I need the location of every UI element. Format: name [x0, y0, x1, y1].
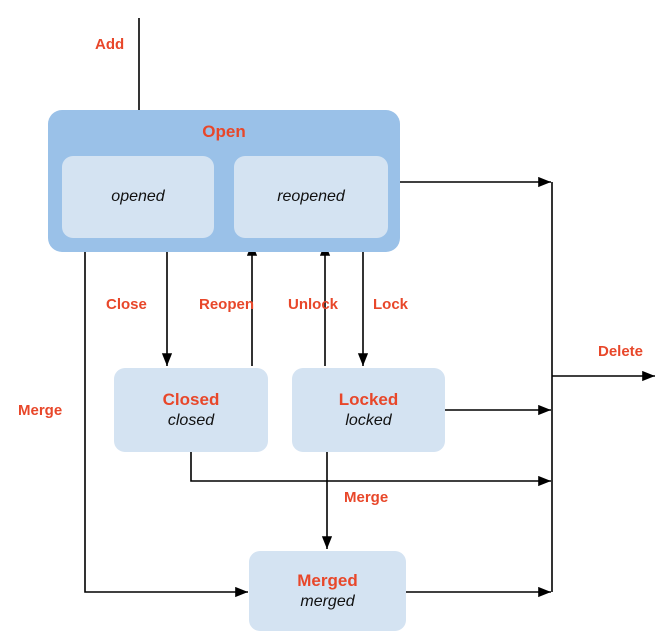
edge-label-merge-center: Merge	[344, 489, 389, 506]
edge-label-reopen: Reopen	[199, 296, 255, 313]
edge-label-lock: Lock	[373, 296, 409, 313]
state-merged-title: Merged	[297, 571, 358, 591]
state-opened-label: opened	[111, 188, 165, 205]
edge-label-merge-left: Merge	[18, 402, 63, 419]
state-merged[interactable]: Merged merged	[249, 551, 406, 631]
composite-state-open-label: Open	[202, 122, 246, 141]
state-closed[interactable]: Closed closed	[114, 368, 268, 452]
state-reopened-label: reopened	[277, 188, 345, 205]
state-locked-title: Locked	[338, 390, 399, 410]
edge-label-unlock: Unlock	[288, 296, 339, 313]
state-closed-subtitle: closed	[167, 411, 215, 429]
state-opened[interactable]: opened	[62, 156, 214, 238]
state-closed-title: Closed	[162, 390, 220, 410]
state-locked-subtitle: locked	[345, 411, 392, 429]
edge-label-delete: Delete	[598, 343, 644, 360]
state-reopened[interactable]: reopened	[234, 156, 388, 238]
edge-merge-closed	[190, 452, 551, 487]
edge-merge-open	[84, 252, 248, 598]
edge-label-close: Close	[106, 296, 147, 313]
state-merged-subtitle: merged	[300, 592, 355, 610]
state-locked[interactable]: Locked locked	[292, 368, 445, 452]
edge-label-add: Add	[95, 36, 125, 53]
